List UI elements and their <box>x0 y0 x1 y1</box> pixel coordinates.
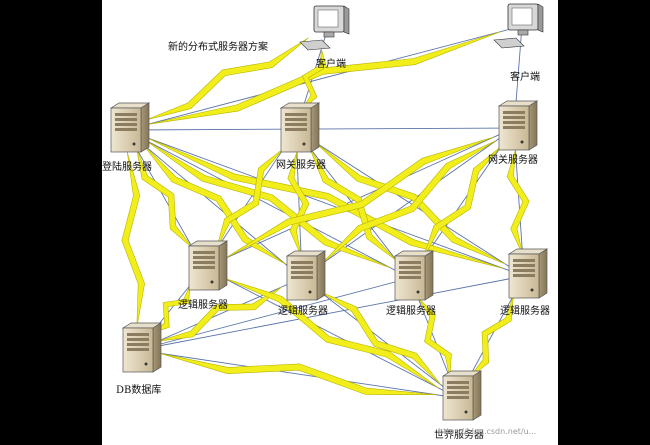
bolt-gateway1-logic4 <box>314 141 506 265</box>
logic2-label: 逻辑服务器 <box>278 304 328 317</box>
login-server-node <box>109 102 151 153</box>
bolt-login-client2 <box>147 31 501 125</box>
world-server-node <box>441 370 483 421</box>
logic4-server-node <box>507 248 549 299</box>
bolt-login-client1 <box>145 37 309 121</box>
logic3-server-node <box>393 250 435 301</box>
gateway1-server-node <box>279 102 321 153</box>
link-login-client2 <box>125 25 523 131</box>
logic1-label: 逻辑服务器 <box>178 298 228 311</box>
diagram-canvas: 客户端客户端登陆服务器网关服务器网关服务器逻辑服务器逻辑服务器逻辑服务器逻辑服务… <box>102 0 558 445</box>
wireless-links <box>121 31 530 396</box>
nodes-layer: 客户端客户端登陆服务器网关服务器网关服务器逻辑服务器逻辑服务器逻辑服务器逻辑服务… <box>102 3 550 441</box>
bolt-db-world <box>159 353 437 396</box>
link-gateway1-logic4 <box>295 129 525 277</box>
link-gateway2-logic2 <box>301 127 515 279</box>
diagram-title: 新的分布式服务器方案 <box>168 40 268 53</box>
network-diagram: 客户端客户端登陆服务器网关服务器网关服务器逻辑服务器逻辑服务器逻辑服务器逻辑服务… <box>102 3 550 441</box>
bolt-db-logic2 <box>158 286 283 342</box>
logic1-server-node <box>187 240 229 291</box>
bolt-login-logic3 <box>145 139 391 269</box>
world-label: 世界服务器 <box>434 428 484 441</box>
gateway1-label: 网关服务器 <box>276 158 326 171</box>
link-login-logic2 <box>125 129 303 279</box>
db-label: DB数据库 <box>116 383 161 396</box>
login-label: 登陆服务器 <box>102 160 152 173</box>
watermark-text: https://blog.csdn.net/u... <box>438 427 536 436</box>
bolt-db-login <box>121 151 145 329</box>
db-server-node <box>121 322 163 373</box>
bolt-login-logic2 <box>142 143 286 265</box>
client2-label: 客户端 <box>510 70 540 83</box>
link-login-gateway2 <box>125 127 515 131</box>
bolt-gateway1-client1 <box>301 48 327 110</box>
link-db-world <box>137 349 459 399</box>
link-login-logic4 <box>125 129 525 277</box>
link-world-logic1 <box>203 267 459 399</box>
link-login-logic3 <box>125 129 411 279</box>
gateway2-server-node <box>497 100 539 151</box>
logic4-label: 逻辑服务器 <box>500 304 550 317</box>
logic2-server-node <box>285 250 327 301</box>
link-db-logic4 <box>137 275 525 351</box>
logic3-label: 逻辑服务器 <box>386 304 436 317</box>
client1-label: 客户端 <box>316 57 346 70</box>
gateway2-label: 网关服务器 <box>488 153 538 166</box>
client1-computer-icon <box>299 5 350 51</box>
link-world-logic2 <box>301 277 459 399</box>
link-db-logic2 <box>137 277 303 351</box>
client2-computer-icon <box>493 3 544 49</box>
bolt-login-logic4 <box>146 137 504 269</box>
